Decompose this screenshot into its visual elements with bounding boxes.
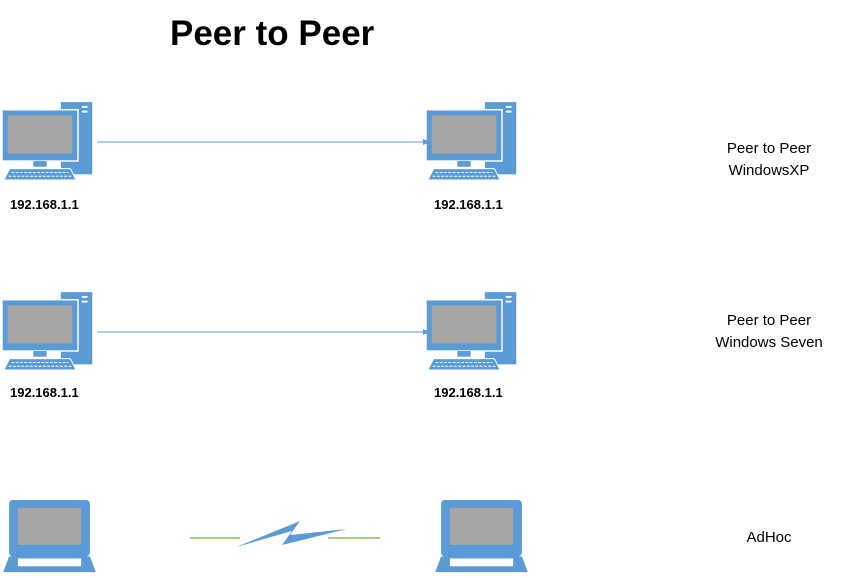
desktop-computer-icon (2, 101, 93, 181)
row-label: AdHoc (684, 527, 841, 549)
ip-address-label: 192.168.1.1 (10, 197, 79, 212)
laptop-icon (435, 500, 528, 573)
ip-address-label: 192.168.1.1 (434, 197, 503, 212)
laptop-icon (3, 500, 96, 573)
row-label-line: AdHoc (746, 529, 792, 546)
row-label: Peer to Peer Windows Seven (684, 310, 841, 354)
desktop-computer-icon (426, 101, 517, 181)
row-label: Peer to Peer WindowsXP (684, 138, 841, 182)
row-label-line: WindowsXP (728, 162, 810, 179)
wireless-lightning-icon (236, 521, 347, 547)
ip-address-label: 192.168.1.1 (10, 385, 79, 400)
page-title: Peer to Peer (170, 14, 375, 53)
row-label-line: Peer to Peer (726, 140, 812, 157)
desktop-computer-icon (2, 291, 93, 371)
row-label-line: Peer to Peer (726, 312, 812, 329)
ip-address-label: 192.168.1.1 (434, 385, 503, 400)
row-label-line: Windows Seven (715, 334, 823, 351)
desktop-computer-icon (426, 291, 517, 371)
